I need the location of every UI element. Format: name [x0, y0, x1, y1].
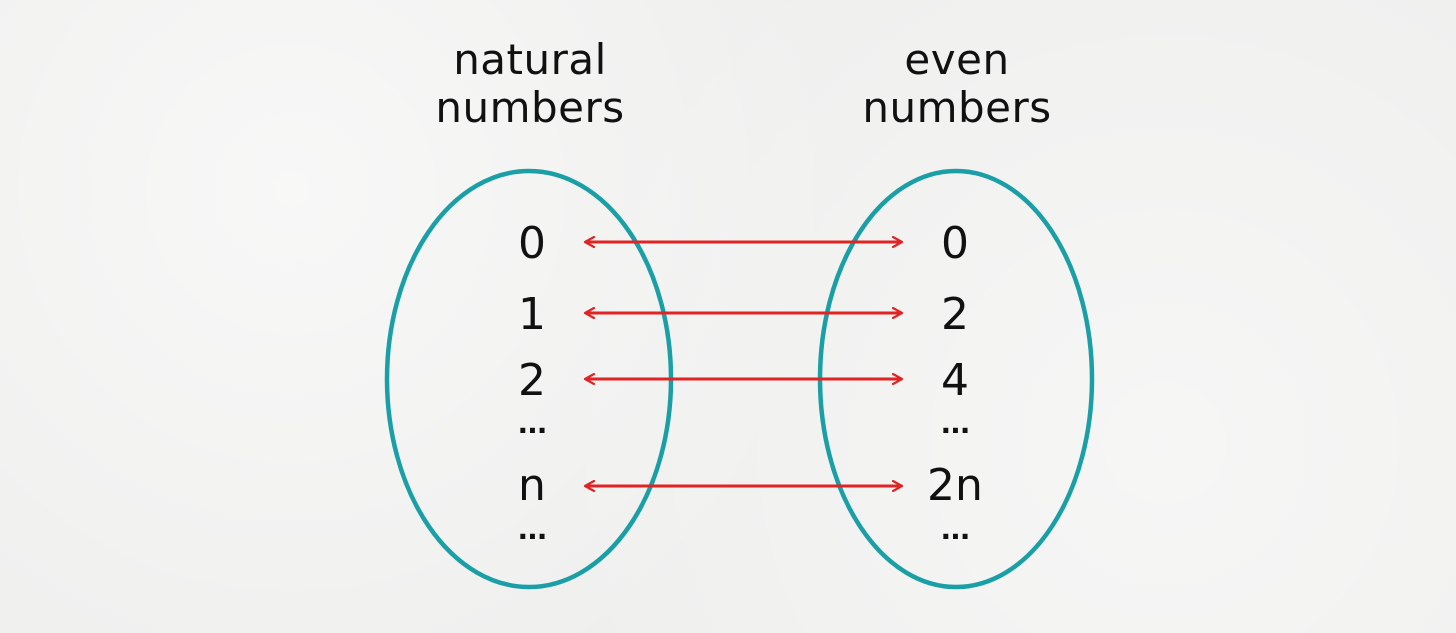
natural-numbers-title: natural numbers: [380, 36, 680, 132]
natural-element-n: n: [518, 460, 546, 511]
even-element-2: 2: [941, 289, 969, 340]
even-ellipsis-2: ...: [940, 513, 971, 546]
even-numbers-title: even numbers: [807, 36, 1107, 132]
even-title-line1: even: [904, 35, 1010, 84]
even-ellipsis-1: ...: [940, 407, 971, 440]
even-element-0: 0: [941, 218, 969, 269]
natural-element-0: 0: [518, 218, 546, 269]
natural-element-1: 1: [518, 289, 546, 340]
natural-title-line1: natural: [453, 35, 607, 84]
even-title-line2: numbers: [862, 83, 1052, 132]
natural-ellipsis-1: ...: [517, 407, 548, 440]
natural-title-line2: numbers: [435, 83, 625, 132]
even-element-2n: 2n: [927, 460, 983, 511]
natural-ellipsis-2: ...: [517, 513, 548, 546]
even-element-4: 4: [941, 355, 969, 406]
natural-element-2: 2: [518, 355, 546, 406]
